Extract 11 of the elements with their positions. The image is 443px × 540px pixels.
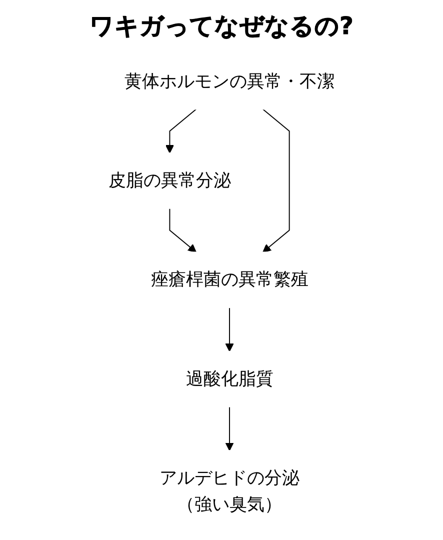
node-text: アルデヒドの分泌 （強い臭気） <box>160 468 300 515</box>
arrow <box>225 406 234 451</box>
arrow <box>165 108 197 154</box>
node-text: 黄体ホルモンの異常・不潔 <box>124 71 335 92</box>
node-text: 過酸化脂質 <box>186 368 274 390</box>
node-text: 皮脂の異常分泌 <box>108 170 231 191</box>
arrow <box>169 208 196 253</box>
arrow <box>262 108 290 253</box>
node-text: 痤瘡桿菌の異常繁殖 <box>150 270 308 290</box>
title: ワキガってなぜなるの? <box>90 11 354 42</box>
arrow <box>225 307 234 352</box>
